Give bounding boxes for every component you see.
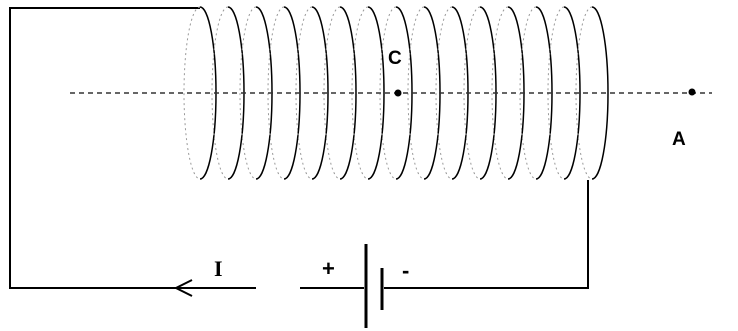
coil-turn-front xyxy=(563,6,581,180)
battery-negative-lead xyxy=(384,180,589,289)
battery xyxy=(364,244,384,328)
current-arrow-icon xyxy=(173,279,193,297)
battery-plus-label: + xyxy=(322,256,335,281)
current-label: I xyxy=(214,256,223,281)
point-c-dot xyxy=(394,89,402,97)
coil-turn-front xyxy=(339,6,357,180)
point-a-label: A xyxy=(672,129,686,150)
battery-minus-label: - xyxy=(402,258,409,283)
point-c-label: C xyxy=(388,48,402,69)
coil-turn-front xyxy=(395,6,413,180)
point-a-dot xyxy=(688,88,696,96)
coil-turn-front xyxy=(367,6,385,180)
coil-turn-front xyxy=(591,6,609,180)
left-wire xyxy=(9,7,256,289)
circuit-wires xyxy=(9,7,589,289)
coil-turn-front xyxy=(311,6,329,180)
